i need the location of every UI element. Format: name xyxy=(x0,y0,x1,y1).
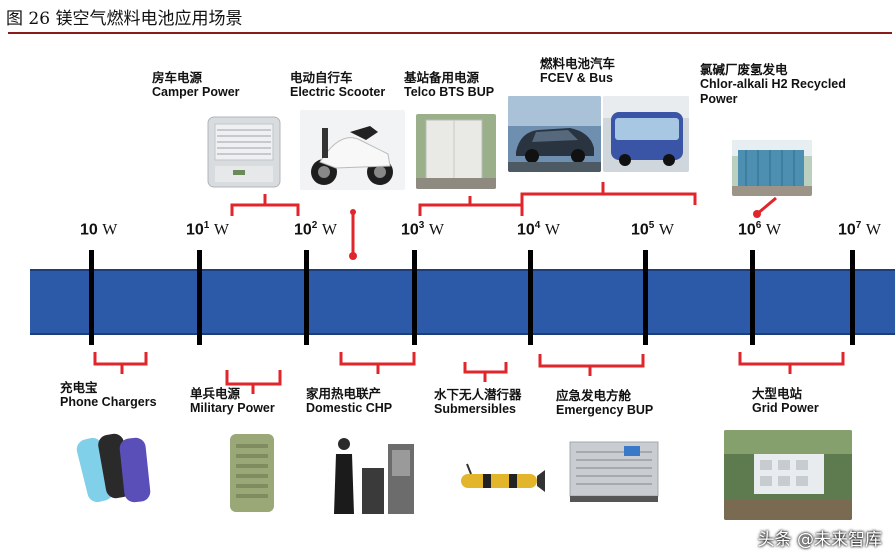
tick-label-3: 102 W xyxy=(294,220,337,239)
bracket-grid xyxy=(738,352,845,374)
camper-power-image xyxy=(207,116,281,188)
header-rule xyxy=(8,32,892,34)
bracket-telco xyxy=(418,196,524,216)
telco-bts-image xyxy=(416,114,496,189)
watermark: 头条 @未来智库 xyxy=(757,530,882,550)
emergency-bup-image xyxy=(566,432,662,504)
tick-label-5: 104 W xyxy=(517,220,560,239)
military-power-image xyxy=(226,428,278,516)
tick-10w xyxy=(89,250,94,345)
bracket-chp xyxy=(339,352,416,374)
bracket-phone xyxy=(93,352,148,374)
tick-label-2: 101 W xyxy=(186,220,229,239)
marker-scooter-top xyxy=(350,209,356,215)
tick-label-7: 106 W xyxy=(738,220,781,239)
tick-10e6w xyxy=(750,250,755,345)
tick-10e3w xyxy=(412,250,417,345)
chlor-alkali-plant-image xyxy=(732,140,812,196)
marker-chlor-alkali xyxy=(756,196,777,216)
tick-10e4w xyxy=(528,250,533,345)
tick-10e2w xyxy=(304,250,309,345)
tick-label-4: 103 W xyxy=(401,220,444,239)
phone-chargers-image xyxy=(76,428,160,510)
tick-label-1: 10 W xyxy=(80,221,118,239)
fcev-car-image xyxy=(508,96,601,172)
tick-10e7w xyxy=(850,250,855,345)
domestic-chp-image xyxy=(330,430,418,516)
tick-label-6: 105 W xyxy=(631,220,674,239)
tick-10e5w xyxy=(643,250,648,345)
bracket-military xyxy=(225,370,282,394)
bracket-fcev xyxy=(520,182,697,205)
submersible-image xyxy=(455,458,545,502)
tick-10e1w xyxy=(197,250,202,345)
bracket-submersible xyxy=(463,362,508,382)
marker-scooter-dot xyxy=(349,252,357,260)
marker-chlor-dot xyxy=(753,210,761,218)
figure-caption: 图 26 镁空气燃料电池应用场景 xyxy=(6,9,243,29)
bracket-camper xyxy=(230,194,300,216)
fuel-cell-bus-image xyxy=(603,96,689,172)
tick-label-8: 107 W xyxy=(838,220,881,239)
electric-scooter-image xyxy=(300,110,405,190)
bracket-emergency xyxy=(538,354,645,376)
grid-power-image xyxy=(724,430,852,520)
